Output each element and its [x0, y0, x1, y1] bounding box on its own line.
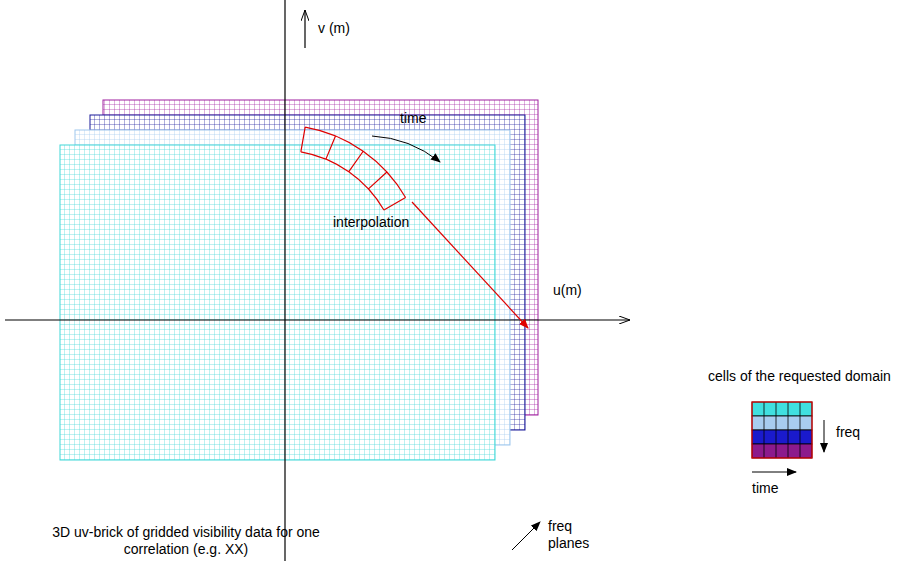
time-arrow	[752, 472, 796, 473]
axis-label: time	[752, 480, 778, 497]
annotation: interpolation	[333, 214, 409, 231]
cell-outline	[301, 127, 406, 210]
leader-line	[412, 202, 528, 328]
freq-planes-arrow	[512, 522, 540, 550]
frequency-planes	[60, 100, 538, 460]
heading-label: cells of the requested domain	[708, 368, 891, 385]
requested-cells	[752, 402, 812, 458]
axis-label: freq planes	[548, 518, 596, 552]
caption-label: 3D uv-brick of gridded visibility data f…	[51, 524, 321, 558]
axis-label: time	[400, 110, 426, 127]
axis-label: freq	[836, 424, 860, 441]
axes	[5, 0, 630, 561]
freq-arrow	[824, 420, 825, 452]
axis-label: v (m)	[318, 20, 350, 37]
interpolation-cells	[301, 127, 406, 210]
time-arrow	[372, 136, 440, 162]
axis-label: u(m)	[553, 282, 582, 299]
